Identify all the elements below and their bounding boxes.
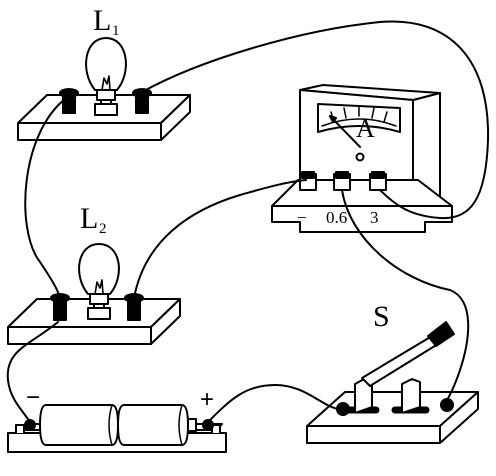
lamp-l2-subscript: 2 [99, 221, 107, 237]
ammeter-base-front [271, 205, 453, 233]
lamp-l1-label: L [93, 4, 111, 37]
ammeter-terminal-0.6 [333, 171, 351, 191]
wires [6, 20, 490, 423]
ammeter-dial-scale [321, 118, 397, 127]
switch-post-right [401, 378, 421, 413]
ammeter-terminal-label-0.6: 0.6 [326, 208, 347, 227]
battery: − + [7, 384, 227, 453]
lamp-l2: L 2 [7, 202, 181, 345]
ammeter-needle-tip [329, 115, 337, 123]
switch-base-front [306, 425, 441, 444]
battery-positive-label: + [200, 386, 214, 413]
switch: S [306, 300, 479, 444]
lamp-l1-base-side [160, 94, 191, 141]
lamp-l2-label: L [80, 202, 98, 235]
wire-l1-to-ammeter-3 [141, 20, 490, 220]
ammeter-terminal-label-neg: − [297, 208, 307, 227]
lamp-l2-base-side [150, 298, 181, 345]
ammeter-pivot [355, 152, 365, 162]
lamp-l1-terminal-right [132, 88, 152, 114]
ammeter: A − 0.6 3 [271, 84, 453, 233]
lamp-l2-bulb [78, 243, 120, 320]
switch-base-side [439, 391, 479, 444]
lamp-l1-bulb [85, 37, 127, 116]
wire-l1-to-l2 [24, 95, 70, 299]
switch-blade [361, 335, 439, 387]
ammeter-label: A [356, 114, 375, 143]
wire-l2-to-ammeter-neg [133, 179, 307, 299]
wire-l2-to-battery-neg [6, 321, 59, 423]
lamp-l1-subscript: 1 [112, 23, 120, 39]
battery-cell-1 [39, 404, 119, 446]
ammeter-terminal-neg [299, 171, 317, 191]
wire-battery-to-switch [207, 384, 339, 423]
battery-cell-2 [117, 404, 189, 446]
ammeter-terminal-label-3: 3 [370, 208, 379, 227]
switch-label: S [373, 300, 390, 333]
switch-handle [427, 321, 455, 347]
ammeter-terminal-3 [369, 171, 387, 191]
wire-ammeter-06-to-switch [341, 189, 470, 401]
lamp-l1: L 1 [17, 4, 191, 141]
battery-terminal-pos [202, 419, 214, 431]
battery-negative-label: − [26, 384, 40, 411]
battery-terminal-neg [24, 419, 36, 431]
ammeter-needle [329, 115, 361, 148]
